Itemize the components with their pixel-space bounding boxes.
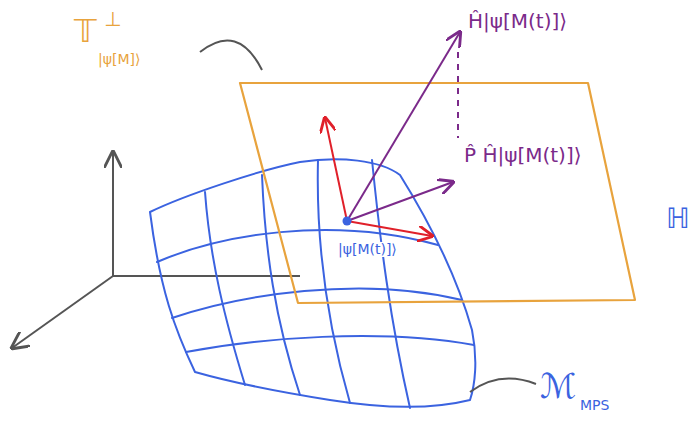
state-label: |ψ[M(t)]⟩	[336, 242, 399, 257]
hamiltonian-state-label: Ĥ|ψ[M(t)]⟩	[468, 10, 567, 32]
tangent-vector	[325, 118, 347, 221]
manifold-outline	[150, 159, 475, 406]
axis-up	[112, 152, 114, 276]
tangent-space-symbol: 𝕋	[74, 14, 97, 49]
manifold-grid-line	[186, 336, 474, 352]
hamiltonian-vector	[347, 32, 460, 221]
manifold-grid-line	[205, 192, 245, 385]
manifold-symbol: ℳ	[540, 368, 576, 405]
manifold-grid-line	[318, 160, 350, 403]
hilbert-space-label: ℍ	[666, 204, 690, 235]
tangent-space-index: |ψ[M]⟩	[98, 52, 140, 67]
tangent-vector	[347, 221, 432, 236]
mps-manifold	[150, 159, 475, 408]
manifold-grid-line	[157, 230, 438, 262]
projected-vector	[347, 182, 453, 221]
orthogonal-mark: ⊥	[104, 8, 121, 30]
leader-line	[470, 379, 536, 392]
axis-down-left	[12, 276, 113, 348]
manifold-subscript: MPS	[580, 398, 609, 413]
tangent-plane	[240, 83, 635, 303]
leader-line	[200, 40, 262, 70]
manifold-grid-line	[372, 160, 410, 408]
projection-dashed-line	[457, 52, 459, 138]
projected-state-label: P̂ Ĥ|ψ[M(t)]⟩	[462, 144, 584, 166]
state-point	[343, 217, 352, 226]
